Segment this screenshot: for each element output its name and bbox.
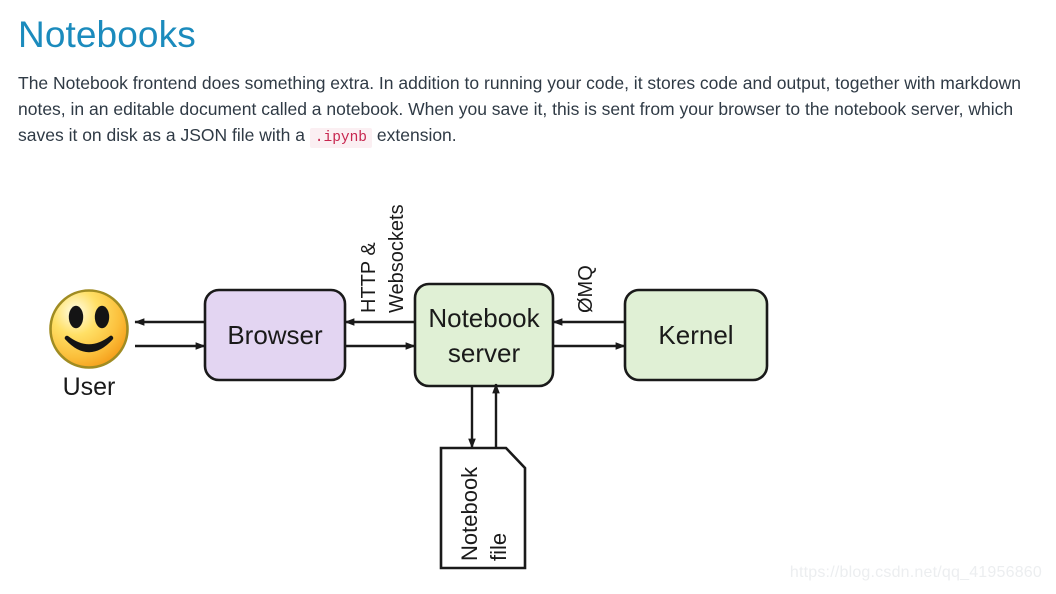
node-notebook-server: Notebook server [413,282,555,388]
body-paragraph: The Notebook frontend does something ext… [18,70,1056,151]
http-label-line-2: Websockets [386,204,408,313]
notebook-server-box [413,282,555,388]
notebook-architecture-diagram: User Browser HTTP & Websockets Notebook … [0,176,1056,594]
user-label: User [63,373,116,401]
notebook-file-shape [439,446,527,570]
ipynb-code-span: .ipynb [309,128,373,148]
edge-user-browser [134,318,206,350]
node-browser: Browser [203,288,347,382]
node-user: User [49,289,129,401]
smiley-mouth [64,335,114,353]
edge-label-zmq: ØMQ [575,265,597,313]
notebook-server-label-line-2: server [448,338,521,368]
watermark: https://blog.csdn.net/qq_41956860 [789,564,1042,581]
http-label-line-1: HTTP & [358,242,380,313]
edge-server-file [468,383,500,449]
edge-browser-server [344,318,416,350]
paragraph-text-part-2: extension. [372,125,457,145]
zmq-label: ØMQ [575,265,597,313]
notebook-file-label-line-2: file [486,533,511,561]
browser-box [203,288,347,382]
edge-label-http-websockets: HTTP & Websockets [358,204,408,313]
notebook-file-label-line-1: Notebook [457,466,482,561]
smiley-icon [49,289,129,369]
smiley-right-eye [94,305,110,329]
page-title: Notebooks [18,14,196,55]
browser-label: Browser [227,320,323,350]
kernel-label: Kernel [658,320,733,350]
kernel-box [623,288,769,382]
paragraph-text-part-1: The Notebook frontend does something ext… [18,73,1021,145]
node-notebook-file: Notebook file [439,446,527,570]
notebook-server-label-line-1: Notebook [428,303,540,333]
article-container: Notebooks The Notebook frontend does som… [18,12,1056,151]
edge-server-kernel [552,318,626,350]
node-kernel: Kernel [623,288,769,382]
smiley-left-eye [68,305,84,329]
